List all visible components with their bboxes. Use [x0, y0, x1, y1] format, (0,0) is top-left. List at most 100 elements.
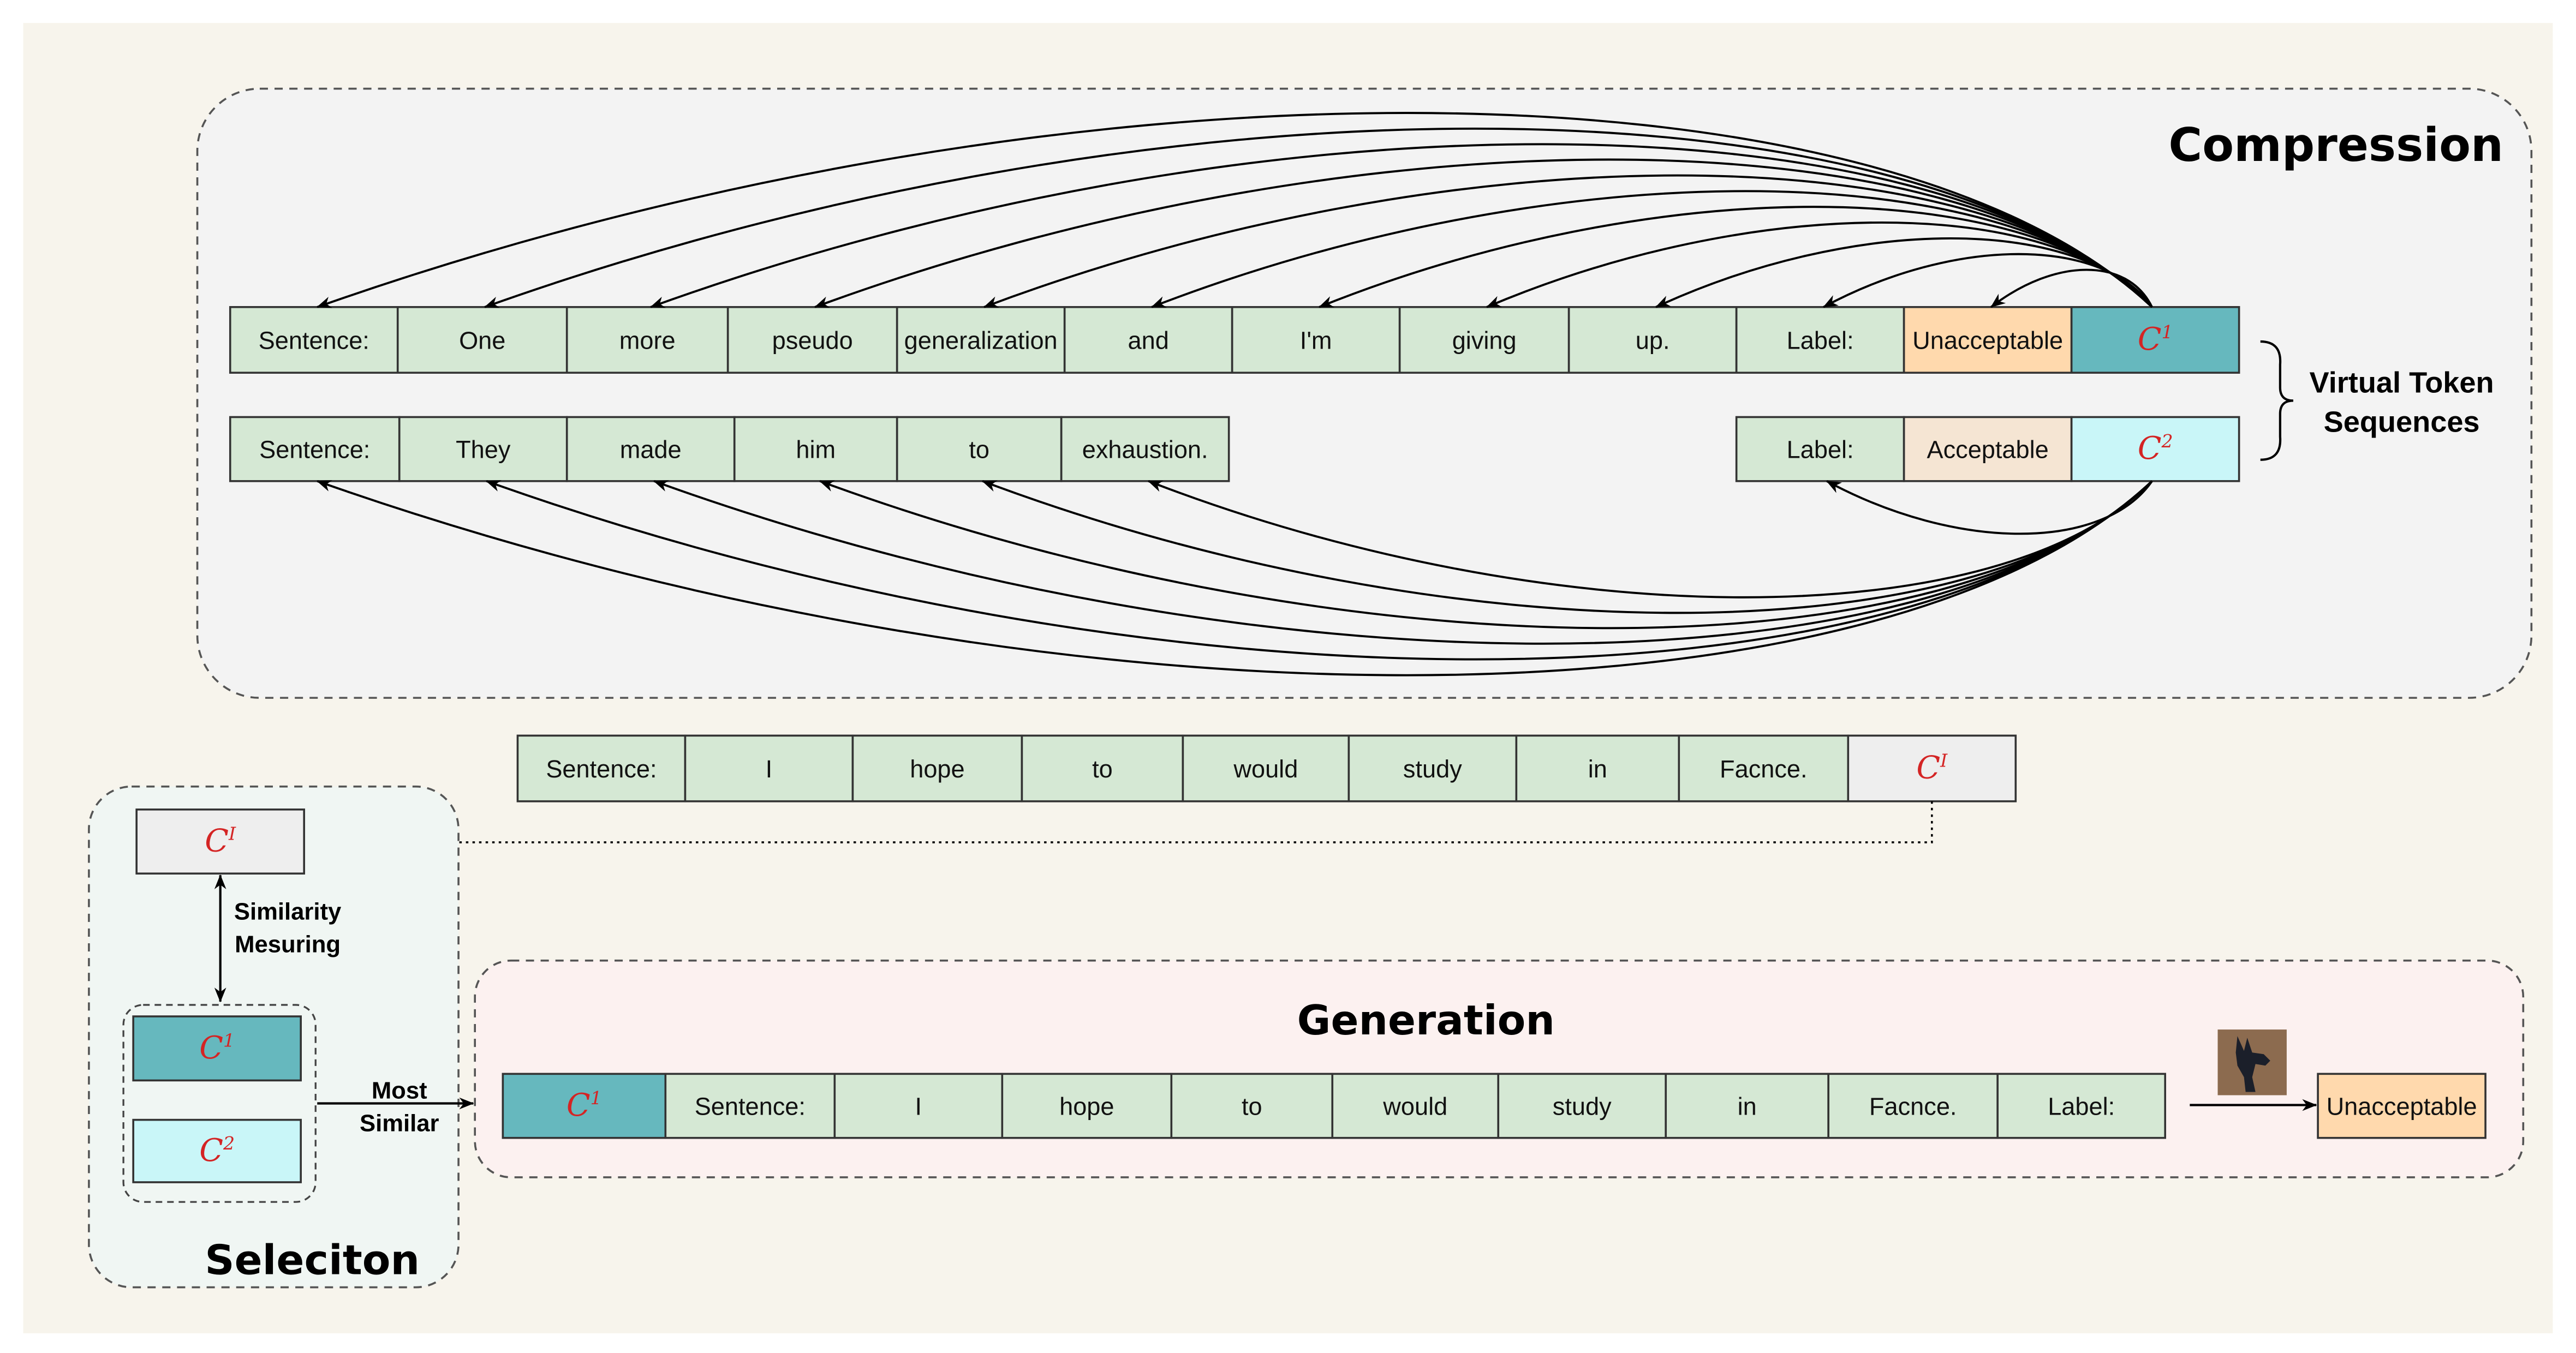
attention-arcs-c1 [316, 112, 2153, 308]
token-box: would [1182, 734, 1350, 803]
attention-arc [1990, 268, 2153, 308]
token-box-box [664, 1073, 836, 1139]
token-label: in [1588, 755, 1607, 783]
token-box: One [396, 306, 568, 374]
token-label: made [620, 436, 682, 464]
symbol-base: C [199, 1133, 223, 1169]
attention-arc [485, 480, 2153, 661]
token-label: Unacceptable [2327, 1093, 2477, 1121]
candidate-c2-box [132, 1118, 302, 1183]
generation-panel-frame [474, 959, 2525, 1178]
token-box-box [1665, 1073, 1829, 1139]
attention-arc [1147, 480, 2153, 598]
label-value-box: Unacceptable [1903, 306, 2073, 374]
token-box-box [396, 306, 568, 374]
token-box: to [1021, 734, 1184, 803]
compressed-token-c1-box [2070, 306, 2240, 374]
query-compressed-token-ci: CI [135, 808, 305, 875]
prefix-compressed-token-c1: C1 [502, 1073, 667, 1139]
token-box: him [733, 416, 898, 482]
most-similar-label-line1: Most [372, 1077, 427, 1104]
token-box: hope [1001, 1073, 1173, 1139]
token-box: and [1063, 306, 1233, 374]
token-box-box [1515, 734, 1680, 803]
similarity-label-line1: Similarity [234, 898, 342, 925]
token-label: in [1738, 1093, 1757, 1121]
token-box-box [1735, 306, 1905, 374]
similarity-label-line2: Mesuring [235, 931, 341, 958]
symbol-base: C [2138, 430, 2162, 466]
compression-title: Compression [2168, 118, 2503, 172]
token-label: hope [1059, 1093, 1114, 1121]
token-box-box [398, 416, 568, 482]
predicted-label-box-box [2317, 1073, 2486, 1139]
token-label: him [796, 436, 836, 464]
token-box-box [1497, 1073, 1667, 1139]
token-box: Sentence: [229, 416, 401, 482]
attention-arc [484, 127, 2153, 308]
token-label: Sentence: [695, 1093, 806, 1121]
token-box-box [516, 734, 687, 803]
attention-arc [814, 158, 2153, 308]
token-box-box [1170, 1073, 1334, 1139]
symbol-superscript: 1 [223, 1030, 235, 1051]
token-box-box [1182, 734, 1350, 803]
token-label: hope [910, 755, 964, 783]
compressed-token-ci-box [1847, 734, 2017, 803]
token-label: pseudo [772, 327, 853, 355]
token-box: study [1497, 1073, 1667, 1139]
token-label: up. [1636, 327, 1670, 355]
token-label: more [619, 327, 676, 355]
curly-brace [2260, 340, 2294, 461]
token-box-box [733, 416, 898, 482]
symbol-base: C [2138, 321, 2162, 357]
generation-output: Unacceptable [2317, 1073, 2486, 1139]
attention-arc [653, 480, 2153, 645]
token-label: generalization [904, 327, 1058, 355]
token-box: exhaustion. [1060, 416, 1230, 482]
symbol-superscript: 1 [591, 1087, 602, 1109]
candidate-c1: C1 [132, 1015, 302, 1082]
token-label: I'm [1300, 327, 1332, 355]
token-box: more [565, 306, 729, 374]
token-box-box [1001, 1073, 1173, 1139]
token-box: to [896, 416, 1063, 482]
token-box: Label: [1996, 1073, 2166, 1139]
symbol-superscript: I [1940, 750, 1948, 771]
token-box: in [1665, 1073, 1829, 1139]
attention-arc [1150, 190, 2153, 308]
token-label: I [766, 755, 773, 783]
token-box: pseudo [726, 306, 898, 374]
token-label: would [1233, 755, 1298, 783]
token-label: Unacceptable [1912, 327, 2063, 355]
compressed-token-ci: CI [1847, 734, 2017, 803]
token-box: giving [1398, 306, 1570, 374]
compressed-token-c2-box [2070, 416, 2240, 482]
candidate-group-frame [122, 1004, 317, 1203]
token-box: Facnce. [1827, 1073, 1999, 1139]
token-label: They [456, 436, 511, 464]
token-box: to [1170, 1073, 1334, 1139]
token-box: made [565, 416, 736, 482]
query-compressed-token-ci-box [135, 808, 305, 875]
attention-arc [649, 143, 2153, 308]
compressed-token-symbol: C1 [199, 1030, 235, 1066]
token-box: Sentence: [516, 734, 687, 803]
token-box: would [1331, 1073, 1500, 1139]
token-box-box [229, 306, 399, 374]
compressed-token-c1: C1 [2070, 306, 2240, 374]
compressed-token-symbol: CI [205, 823, 236, 859]
token-box-box [1021, 734, 1184, 803]
symbol-superscript: 1 [2161, 321, 2173, 343]
attention-arc [1822, 253, 2153, 308]
query-to-selection-connector [307, 801, 1933, 842]
token-box: study [1347, 734, 1518, 803]
most-similar-label-line2: Similar [360, 1110, 439, 1137]
token-box: Label: [1735, 416, 1905, 482]
token-label: Sentence: [259, 436, 370, 464]
token-box: Sentence: [664, 1073, 836, 1139]
